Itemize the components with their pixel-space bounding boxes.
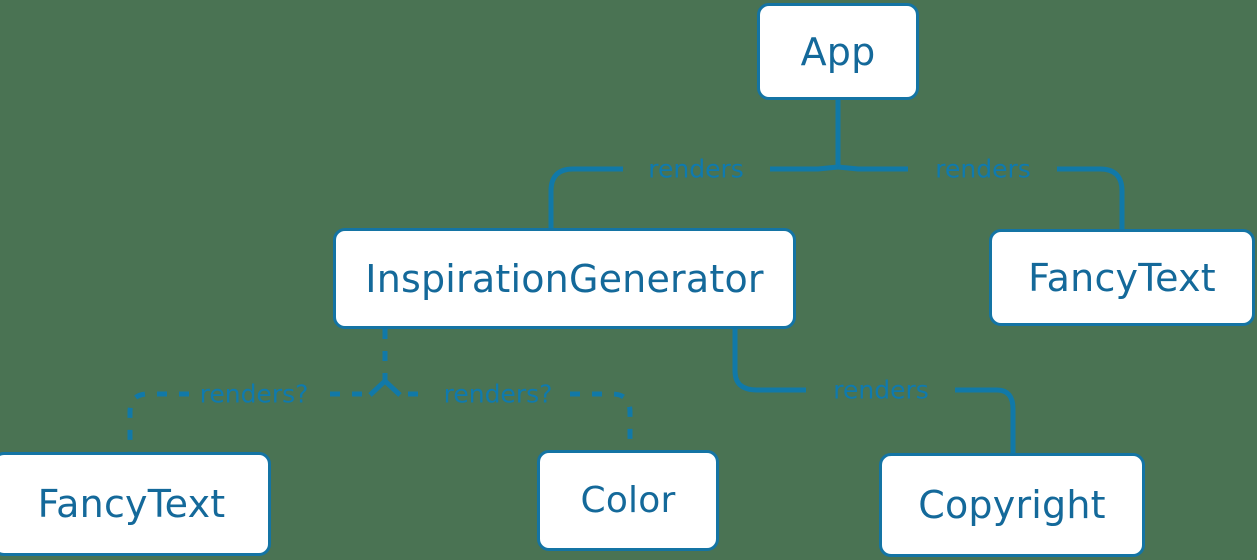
edge-label-inspiration-to-color: renders?: [443, 379, 553, 409]
edge-inspiration-dashed-junction-right: [383, 379, 402, 397]
edge-label-app-to-inspiration: renders: [648, 154, 744, 184]
edge-app-to-fancytext-left-seg: [837, 164, 908, 172]
edge-inspiration-to-copyright-left-seg: [732, 329, 806, 393]
edge-inspiration-to-fancytext-left-outer-seg: [127, 391, 189, 452]
edge-label-inspiration-to-copyright: renders: [833, 375, 929, 405]
edge-app-to-inspiration-left-seg: [548, 166, 623, 228]
node-copyright-label: Copyright: [918, 483, 1106, 527]
node-copyright[interactable]: Copyright: [879, 453, 1145, 557]
node-inspiration-generator-label: InspirationGenerator: [365, 256, 764, 301]
node-fancytext-right-label: FancyText: [1028, 255, 1216, 300]
edge-app-to-inspiration-right-seg: [770, 164, 839, 172]
node-app[interactable]: App: [757, 3, 919, 100]
node-fancytext-right[interactable]: FancyText: [989, 229, 1255, 326]
edge-inspiration-to-copyright-right-seg: [955, 387, 1016, 453]
node-inspiration-generator[interactable]: InspirationGenerator: [333, 228, 796, 329]
edge-label-app-to-fancytext: renders: [935, 154, 1031, 184]
edge-label-inspiration-to-fancytext: renders?: [199, 379, 309, 409]
edge-inspiration-to-color-outer-seg: [570, 391, 633, 450]
node-color-label: Color: [580, 479, 676, 521]
node-fancytext-left-label: FancyText: [37, 482, 226, 526]
edge-app-to-fancytext-right-seg: [1057, 166, 1125, 229]
edge-inspiration-dashed-junction-left: [368, 379, 387, 397]
node-app-label: App: [800, 29, 876, 74]
node-fancytext-left[interactable]: FancyText: [0, 452, 271, 556]
node-color[interactable]: Color: [537, 450, 719, 551]
